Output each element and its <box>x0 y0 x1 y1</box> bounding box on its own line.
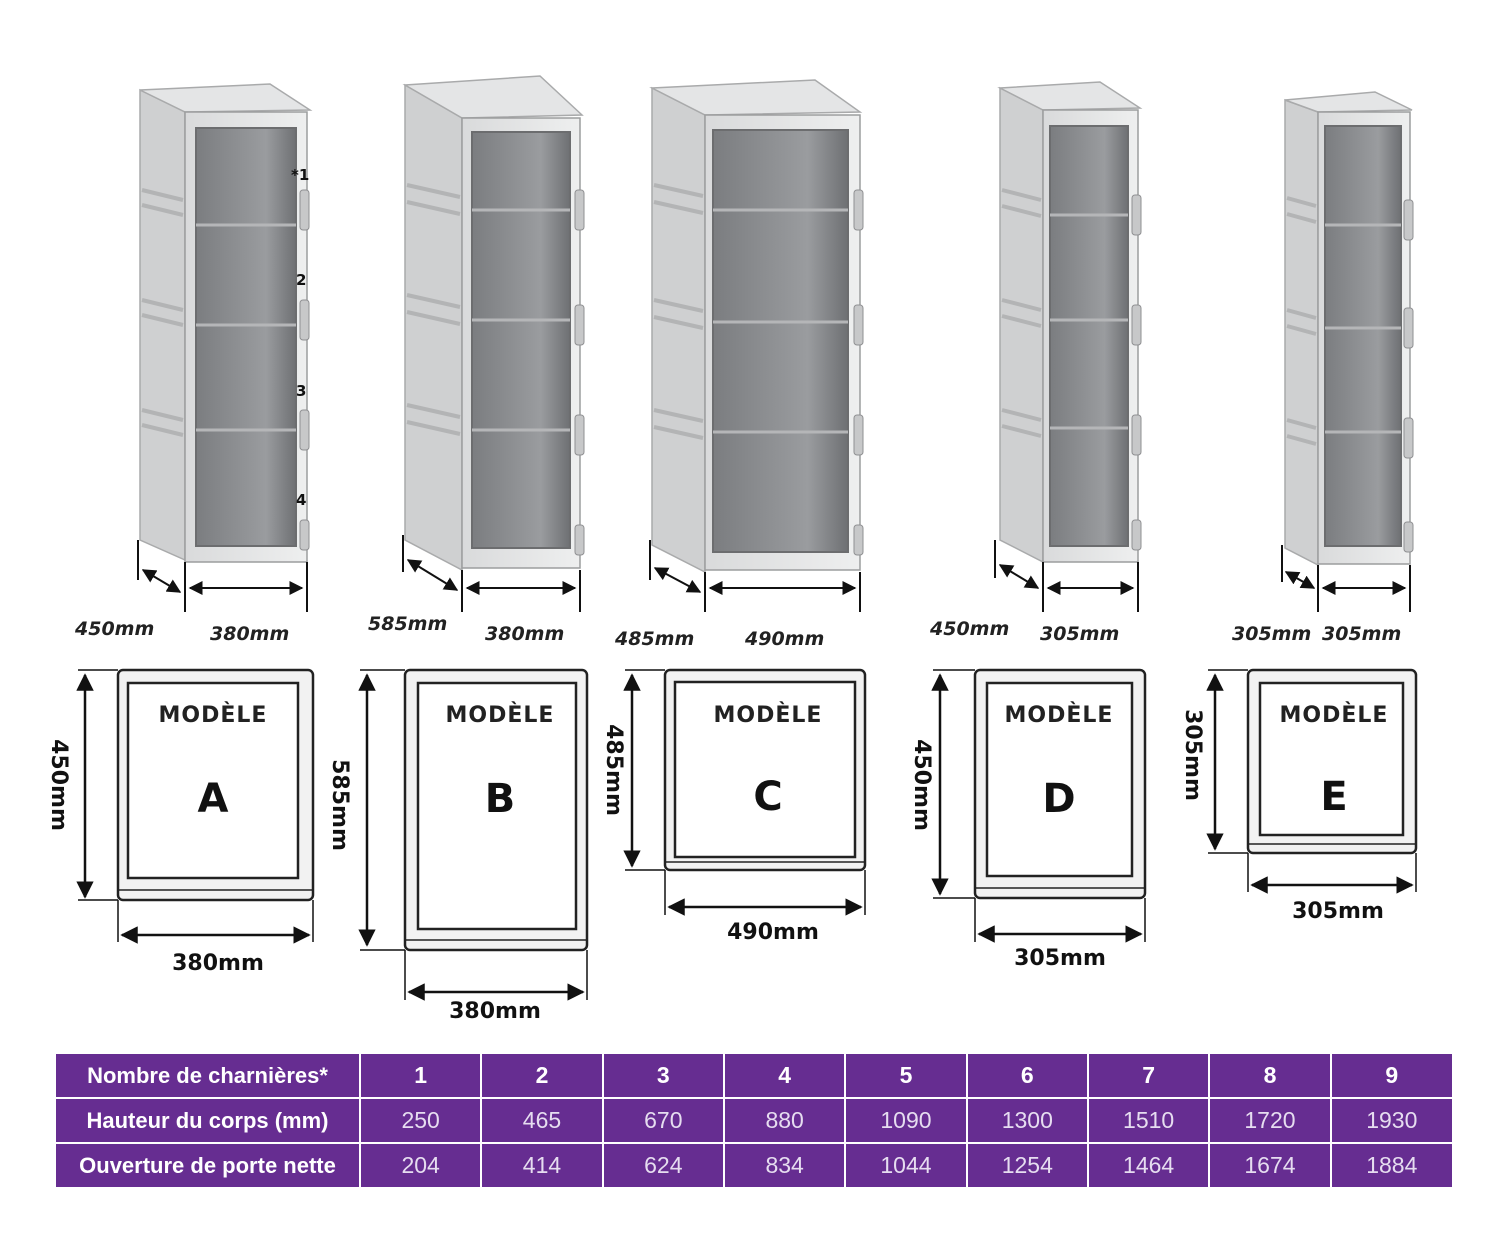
model-c-label: MODÈLE <box>714 702 823 728</box>
table-cell: 4 <box>722 1054 847 1099</box>
row-label-hinges: Nombre de charnières* <box>56 1054 361 1099</box>
front-c-height: 485mm <box>601 724 626 816</box>
front-e-height: 305mm <box>1180 709 1205 801</box>
front-d-height: 450mm <box>909 739 934 831</box>
table-cell: 1 <box>358 1054 483 1099</box>
front-b-width: 380mm <box>449 999 541 1024</box>
model-a-letter: A <box>198 776 229 822</box>
row-label-body-height: Hauteur du corps (mm) <box>56 1097 361 1144</box>
locker-d-width: 305mm <box>1040 623 1119 645</box>
table-cell: 8 <box>1208 1054 1332 1099</box>
table-cell: 6 <box>965 1054 1089 1099</box>
hinge-marker-3: 3 <box>296 382 306 400</box>
table-cell: 1884 <box>1329 1142 1452 1187</box>
front-b-height: 585mm <box>327 759 352 851</box>
locker-d-3d: 450mm 305mm <box>929 81 1143 645</box>
locker-a-3d: *1 2 3 4 450mm 380mm <box>74 83 313 645</box>
table-cell: 204 <box>358 1142 483 1187</box>
locker-b-depth: 585mm <box>368 613 447 635</box>
hinge-marker-1: *1 <box>291 166 309 184</box>
table-row: Ouverture de porte nette 204 414 624 834… <box>56 1142 1452 1187</box>
locker-c-width: 490mm <box>744 628 824 650</box>
table-cell: 465 <box>480 1097 604 1144</box>
locker-a-width: 380mm <box>210 623 289 645</box>
table-cell: 1720 <box>1208 1097 1332 1144</box>
table-cell: 414 <box>480 1142 604 1187</box>
table-cell: 1044 <box>844 1142 968 1187</box>
front-d-width: 305mm <box>1014 946 1106 971</box>
table-row: Nombre de charnières* 1 2 3 4 5 6 7 8 9 <box>56 1054 1452 1099</box>
locker-c-3d: 485mm 490mm <box>614 79 864 650</box>
table-row: Hauteur du corps (mm) 250 465 670 880 10… <box>56 1097 1452 1144</box>
front-view-e: MODÈLE E 305mm 305mm <box>1180 668 1418 924</box>
front-view-c: MODÈLE C 485mm 490mm <box>601 668 867 945</box>
table-cell: 1930 <box>1329 1097 1452 1144</box>
model-b-letter: B <box>485 776 516 822</box>
front-view-d: MODÈLE D 450mm 305mm <box>909 668 1147 971</box>
hinge-marker-4: 4 <box>296 491 306 509</box>
model-a-label: MODÈLE <box>159 702 268 728</box>
table-cell: 5 <box>844 1054 968 1099</box>
table-cell: 880 <box>722 1097 847 1144</box>
locker-e-width: 305mm <box>1322 623 1401 645</box>
front-view-a: MODÈLE A 450mm 380mm <box>46 668 315 976</box>
table-cell: 3 <box>601 1054 725 1099</box>
table-cell: 624 <box>601 1142 725 1187</box>
table-cell: 250 <box>358 1097 483 1144</box>
table-cell: 9 <box>1329 1054 1452 1099</box>
model-d-letter: D <box>1042 776 1075 822</box>
hinge-spec-table: Nombre de charnières* 1 2 3 4 5 6 7 8 9 … <box>56 1054 1452 1187</box>
table-cell: 834 <box>722 1142 847 1187</box>
table-cell: 1674 <box>1208 1142 1332 1187</box>
table-cell: 1510 <box>1086 1097 1211 1144</box>
table-cell: 1254 <box>965 1142 1089 1187</box>
model-b-label: MODÈLE <box>446 702 555 728</box>
locker-b-3d: 585mm 380mm <box>368 75 585 645</box>
front-c-width: 490mm <box>727 920 819 945</box>
table-cell: 2 <box>480 1054 604 1099</box>
row-label-door-opening: Ouverture de porte nette <box>56 1142 361 1187</box>
front-a-height: 450mm <box>46 739 71 831</box>
model-c-letter: C <box>753 774 782 820</box>
table-cell: 1090 <box>844 1097 968 1144</box>
locker-a-depth: 450mm <box>74 618 154 640</box>
front-e-width: 305mm <box>1292 899 1384 924</box>
table-cell: 7 <box>1086 1054 1211 1099</box>
model-d-label: MODÈLE <box>1005 702 1114 728</box>
front-view-b: MODÈLE B 585mm 380mm <box>327 668 589 1024</box>
model-e-letter: E <box>1320 774 1347 820</box>
locker-b-width: 380mm <box>485 623 564 645</box>
locker-c-depth: 485mm <box>614 628 694 650</box>
table-cell: 1300 <box>965 1097 1089 1144</box>
table-cell: 1464 <box>1086 1142 1211 1187</box>
locker-e-3d: 305mm 305mm <box>1232 91 1414 645</box>
locker-e-depth: 305mm <box>1232 623 1311 645</box>
table-cell: 670 <box>601 1097 725 1144</box>
front-a-width: 380mm <box>172 951 264 976</box>
hinge-marker-2: 2 <box>296 271 306 289</box>
locker-d-depth: 450mm <box>929 618 1009 640</box>
model-e-label: MODÈLE <box>1280 702 1389 728</box>
